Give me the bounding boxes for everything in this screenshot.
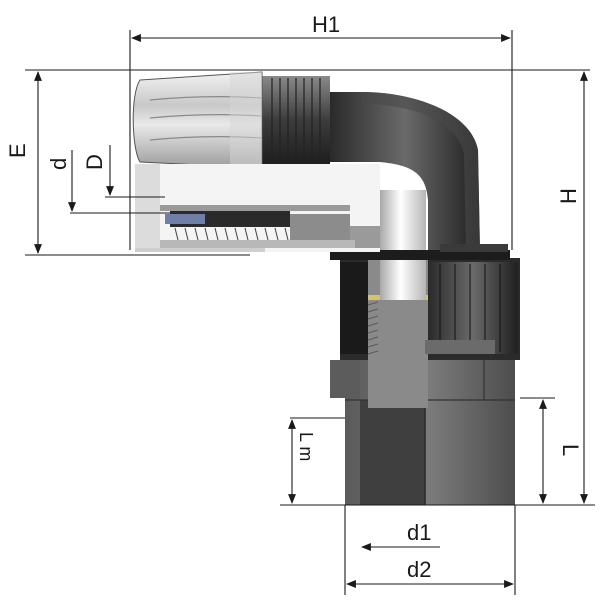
label-d2: d2	[407, 557, 431, 582]
label-D: D	[82, 154, 107, 170]
pipe-bore	[380, 190, 426, 300]
socket-shoulder	[330, 360, 360, 398]
label-H1: H1	[312, 12, 340, 37]
label-E: E	[5, 143, 30, 158]
dimension-labels: H1 E d D H L L m d1 d2	[5, 12, 583, 582]
elbow-bend	[330, 92, 480, 250]
fitting-body	[132, 71, 520, 505]
label-L: L	[558, 444, 583, 456]
label-Lm: L m	[296, 432, 316, 461]
label-d1: d1	[407, 520, 431, 545]
dimension-lines	[25, 30, 595, 595]
label-d: d	[46, 158, 71, 170]
socket-bore	[360, 400, 425, 505]
label-H: H	[556, 188, 581, 204]
